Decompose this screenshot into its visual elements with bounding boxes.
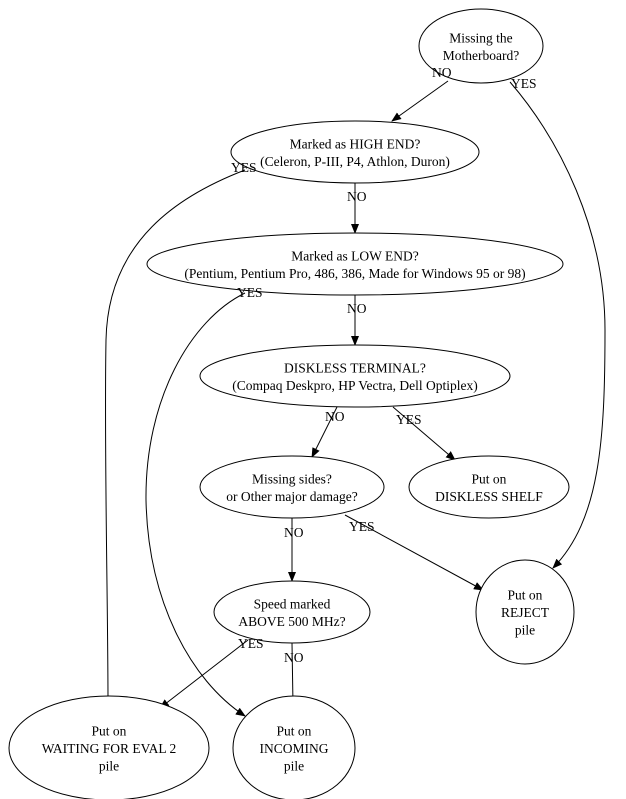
node-label-line: Put on [508,588,543,603]
node-label-line: Marked as HIGH END? [290,136,421,151]
node-incoming: Put on INCOMING pile [232,695,356,799]
edge-arrow [145,292,246,717]
edge-arrow [392,406,456,461]
edge-label: NO [325,409,345,424]
node-diskless-shelf: Put on DISKLESS SHELF [408,455,570,519]
node-label-line: (Compaq Deskpro, HP Vectra, Dell Optiple… [232,378,478,393]
node-reject: Put on REJECT pile [475,559,575,665]
node-label-line: Put on [277,724,312,739]
node-label-line: (Pentium, Pentium Pro, 486, 386, Made fo… [184,266,525,281]
node-high-end: Marked as HIGH END? (Celeron, P-III, P4, … [230,120,480,184]
node-label-line: (Celeron, P-III, P4, Athlon, Duron) [260,154,450,169]
node-shape [232,695,356,799]
node-shape [230,120,480,184]
node-label-line: DISKLESS SHELF [435,489,543,504]
edge-high_end-to-waiting [103,169,246,706]
edge-motherboard-to-reject [509,81,606,569]
edge-label: YES [238,636,264,651]
node-label-line: or Other major damage? [226,489,358,504]
edge-label: NO [284,525,304,540]
node-shape [418,8,544,84]
edge-label: YES [349,519,375,534]
node-shape [475,559,575,665]
edge-speed-to-waiting [159,639,249,709]
node-damage: Missing sides? or Other major damage? [199,455,385,519]
edge-motherboard-to-high_end [391,80,449,122]
node-low-end: Marked as LOW END? (Pentium, Pentium Pro,… [146,232,564,296]
node-label-line: Put on [92,724,127,739]
node-label-line: DISKLESS TERMINAL? [284,360,426,375]
node-waiting: Put on WAITING FOR EVAL 2 pile [8,695,210,799]
node-label-line: pile [515,623,535,638]
node-label-line: REJECT [501,605,550,620]
node-label-line: pile [284,759,304,774]
node-shape [408,455,570,519]
edge-label: YES [396,412,422,427]
edge-label: YES [231,160,257,175]
edge-speed-to-incoming [288,642,297,706]
node-label-line: Missing the [449,30,512,45]
node-shape [8,695,210,799]
edge-arrow [391,80,449,122]
edge-arrow [159,639,249,709]
edge-label: YES [511,76,537,91]
node-label-line: Motherboard? [443,48,519,63]
node-shape [213,580,371,644]
node-label-line: WAITING FOR EVAL 2 [42,741,177,756]
node-diskless: DISKLESS TERMINAL? (Compaq Deskpro, HP Ve… [199,344,511,408]
node-label-line: Missing sides? [252,471,332,486]
edge-arrow [344,514,484,591]
node-label-line: INCOMING [260,741,329,756]
edge-label: NO [347,301,367,316]
edge-diskless-to-diskless_shelf [392,406,456,461]
edge-low_end-to-incoming [145,292,246,717]
node-label-line: Marked as LOW END? [291,248,419,263]
edge-label: YES [237,285,263,300]
node-label-line: ABOVE 500 MHz? [238,614,345,629]
edge-damage-to-reject [344,514,484,591]
node-shape [199,344,511,408]
edge-arrow [103,169,246,706]
edge-label: NO [432,65,452,80]
edge-arrow [311,406,338,458]
edge-label: NO [284,650,304,665]
edge-diskless-to-damage [311,406,338,458]
node-label-line: pile [99,759,119,774]
node-label-line: Put on [472,471,507,486]
node-shape [146,232,564,296]
edge-label: NO [347,189,367,204]
node-label-line: Speed marked [254,596,331,611]
node-shape [199,455,385,519]
edge-arrow [509,81,606,569]
edge-arrow [288,642,297,706]
